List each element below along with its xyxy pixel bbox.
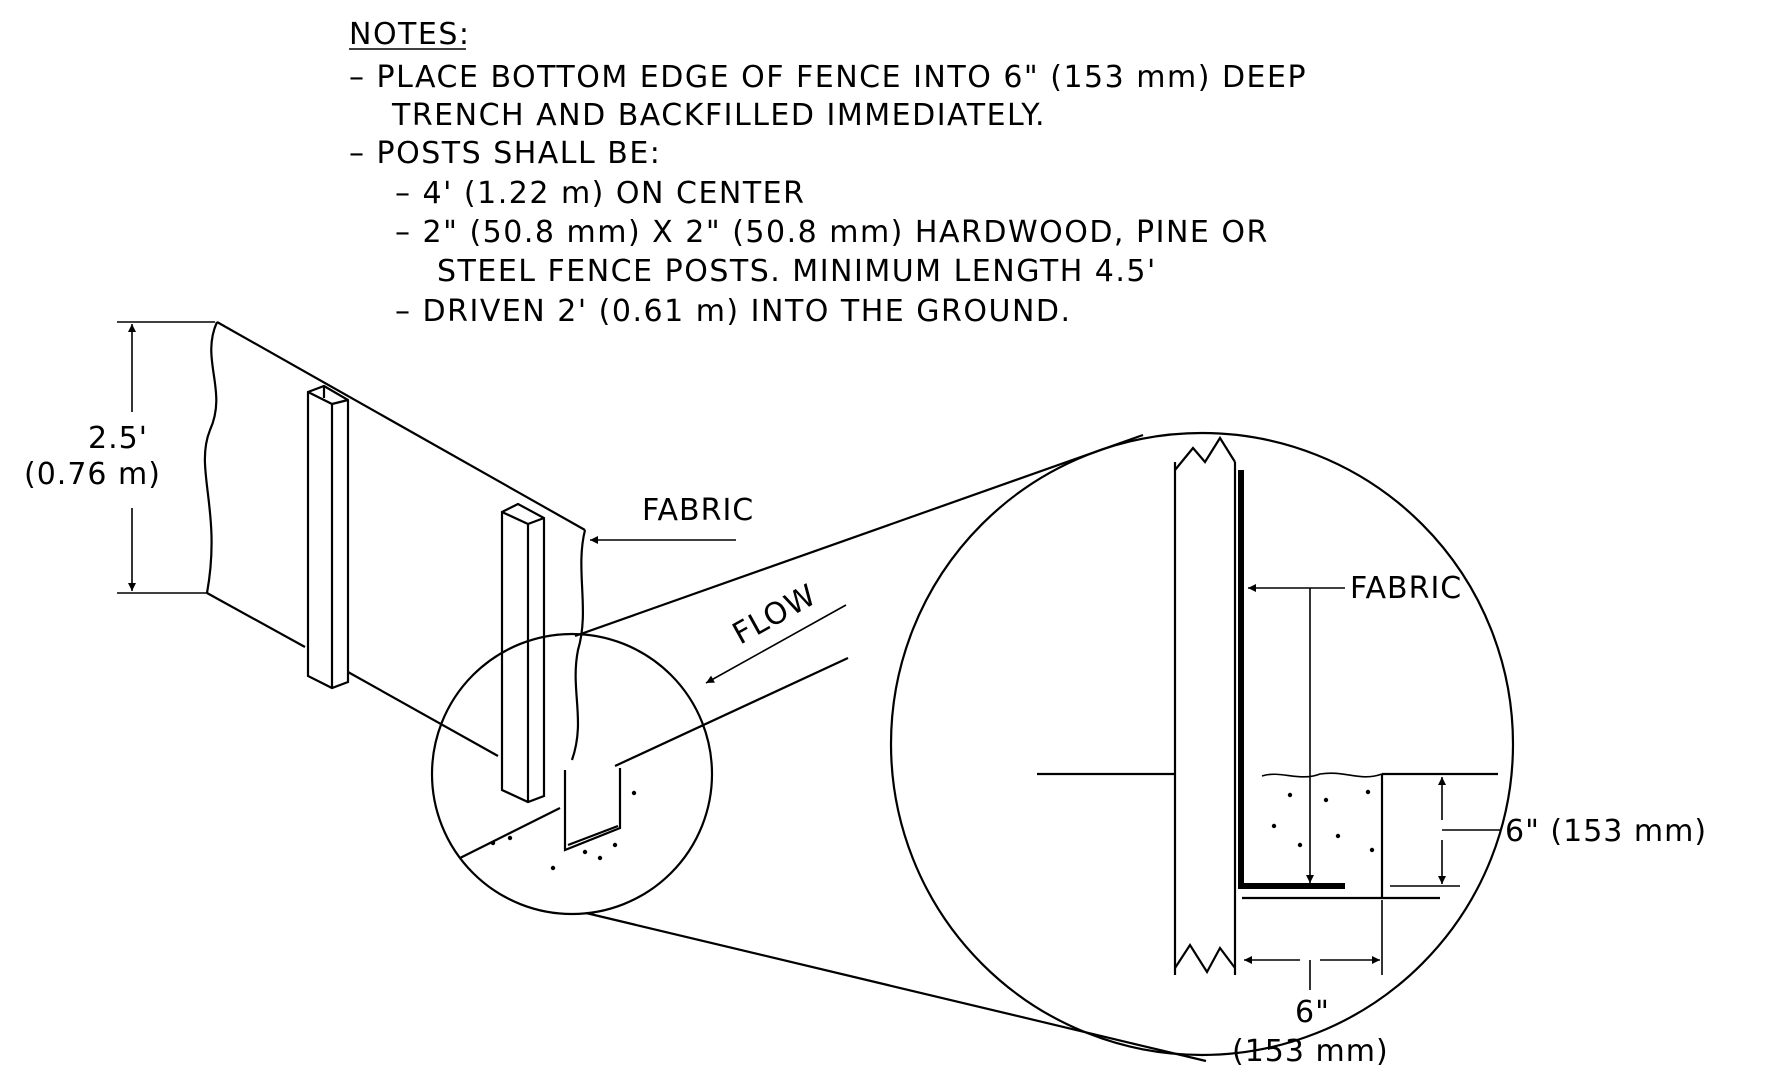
height-label-ft: 2.5' bbox=[88, 421, 148, 456]
trench-soil-dots bbox=[490, 790, 637, 871]
flow-callout: FLOW bbox=[705, 578, 847, 684]
depth-label: 6" (153 mm) bbox=[1505, 814, 1707, 849]
notes-heading: NOTES: bbox=[349, 17, 471, 52]
detail-backfill-top bbox=[1261, 772, 1383, 778]
fabric-bottom-edge bbox=[206, 592, 306, 648]
trench-main-view bbox=[459, 657, 849, 871]
fabric-label-detail: FABRIC bbox=[1350, 571, 1462, 606]
fabric-break-line-left bbox=[203, 321, 219, 594]
note-line-3: – POSTS SHALL BE: bbox=[349, 136, 661, 171]
note-line-4: – 4' (1.22 m) ON CENTER bbox=[395, 176, 805, 211]
post-1-edge-d bbox=[331, 398, 349, 406]
fabric-top-edge bbox=[216, 321, 586, 531]
trench-profile bbox=[563, 768, 622, 852]
note-line-5: – 2" (50.8 mm) X 2" (50.8 mm) HARDWOOD, … bbox=[395, 215, 1269, 250]
fence-fabric-panel bbox=[203, 321, 587, 761]
note-line-7: – DRIVEN 2' (0.61 m) INTO THE GROUND. bbox=[395, 294, 1072, 329]
fence-post-1 bbox=[306, 384, 350, 690]
width-label-mm: (153 mm) bbox=[1232, 1034, 1389, 1069]
note-line-2: TRENCH AND BACKFILLED IMMEDIATELY. bbox=[391, 98, 1046, 133]
post-1-face bbox=[306, 384, 350, 690]
detail-callout-circle-small bbox=[430, 632, 714, 916]
fabric-bottom-edge-2 bbox=[347, 671, 499, 757]
post-2-face bbox=[500, 502, 546, 804]
detail-post-break-bottom bbox=[1174, 942, 1236, 975]
detail-connector-bottom bbox=[585, 911, 1207, 1063]
fabric-break-line-right bbox=[570, 529, 587, 761]
notes-block: NOTES: – PLACE BOTTOM EDGE OF FENCE INTO… bbox=[349, 17, 1307, 329]
detail-connector-top bbox=[574, 433, 1144, 638]
detail-post-break-top bbox=[1174, 435, 1236, 471]
flow-label: FLOW bbox=[727, 578, 823, 652]
note-line-1: – PLACE BOTTOM EDGE OF FENCE INTO 6" (15… bbox=[349, 60, 1307, 95]
detail-enlarged-circle bbox=[889, 431, 1515, 1057]
post-2-edge-c bbox=[527, 516, 545, 526]
detail-backfill-dots bbox=[1271, 789, 1375, 853]
ground-line-back bbox=[614, 657, 849, 767]
detail-view: FABRIC 6" (153 mm) 6" (153 mm) bbox=[1037, 435, 1707, 1069]
fabric-label-main: FABRIC bbox=[642, 493, 754, 528]
note-line-6: STEEL FENCE POSTS. MINIMUM LENGTH 4.5' bbox=[437, 254, 1157, 289]
post-2-edge-b bbox=[501, 511, 529, 525]
height-label-m: (0.76 m) bbox=[24, 457, 161, 492]
width-label-in: 6" bbox=[1295, 995, 1330, 1030]
trench-fabric-bottom bbox=[567, 824, 619, 847]
fabric-callout-main: FABRIC bbox=[590, 493, 754, 544]
fence-post-2 bbox=[500, 502, 546, 804]
height-dimension: 2.5' (0.76 m) bbox=[24, 321, 215, 594]
ground-line-front bbox=[459, 807, 561, 859]
post-1-edge-c bbox=[307, 391, 333, 405]
flow-arrow bbox=[705, 604, 847, 684]
